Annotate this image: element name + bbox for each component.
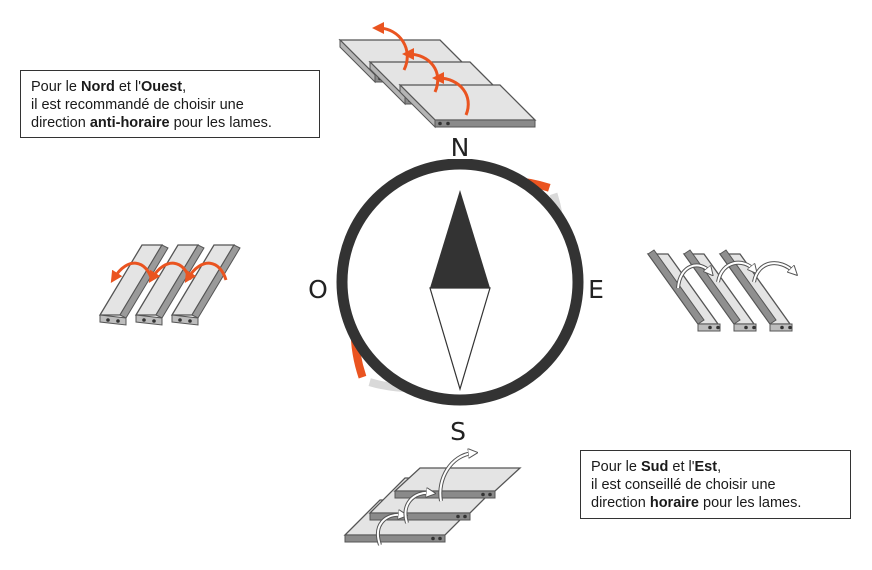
note-nw-text-5: pour les lames. bbox=[169, 115, 272, 131]
note-se-line-2: il est conseillé de choisir une bbox=[591, 477, 776, 493]
compass: N S E O bbox=[308, 129, 604, 446]
note-north-west: Pour le Nord et l'Ouest, il est recomman… bbox=[20, 70, 320, 138]
note-nw-line-2: il est recommandé de choisir une bbox=[31, 97, 244, 113]
note-nw-text-2: et l' bbox=[114, 79, 141, 95]
note-nw-bold-ouest: Ouest bbox=[140, 79, 183, 95]
note-nw-text-3: , bbox=[182, 79, 187, 95]
note-nw-bold-nord: Nord bbox=[80, 79, 115, 95]
note-se-text-1: Pour le bbox=[591, 459, 641, 475]
label-west: O bbox=[308, 275, 328, 304]
label-east: E bbox=[588, 275, 604, 304]
note-nw-bold-direction: anti-horaire bbox=[89, 115, 170, 131]
note-nw-text-1: Pour le bbox=[31, 79, 81, 95]
note-se-text-5: pour les lames. bbox=[699, 495, 802, 511]
note-se-text-4: direction bbox=[591, 495, 650, 511]
note-se-line-3: direction horaire pour les lames. bbox=[591, 494, 840, 512]
note-nw-text-4: direction bbox=[31, 115, 90, 131]
note-se-bold-direction: horaire bbox=[649, 495, 700, 511]
louvers-north-anticlockwise-icon bbox=[339, 22, 536, 128]
note-se-bold-sud: Sud bbox=[640, 459, 669, 475]
label-north: N bbox=[451, 133, 470, 162]
louvers-west-anticlockwise-icon bbox=[99, 244, 241, 326]
note-nw-line-3: direction anti-horaire pour les lames. bbox=[31, 114, 309, 132]
note-se-text-2: et l' bbox=[668, 459, 695, 475]
note-se-line-1: Pour le Sud et l'Est, bbox=[591, 458, 840, 476]
note-nw-line-1: Pour le Nord et l'Ouest, bbox=[31, 78, 309, 96]
needle-south bbox=[429, 287, 491, 392]
louvers-east-clockwise-icon bbox=[646, 249, 794, 332]
label-south: S bbox=[450, 417, 466, 446]
note-south-east: Pour le Sud et l'Est, il est conseillé d… bbox=[580, 450, 851, 519]
needle-north bbox=[430, 190, 490, 288]
note-se-text-3: , bbox=[717, 459, 722, 475]
note-se-bold-est: Est bbox=[694, 459, 718, 475]
louvers-south-clockwise-icon bbox=[343, 453, 522, 546]
